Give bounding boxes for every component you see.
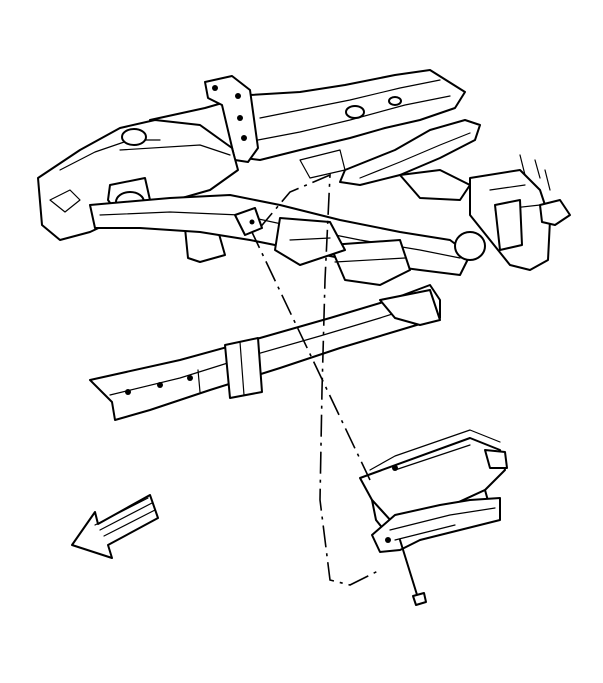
bolt-icon [399,539,427,606]
leader-lines [249,173,381,586]
front-direction-arrow-icon [71,494,159,559]
module-bracket [371,497,501,553]
left-crossmember [37,119,239,263]
right-upper-rail [339,119,481,201]
frame-hardware [234,149,346,236]
front-frame-rail [89,284,441,421]
center-crossmember [89,194,471,286]
left-mount-tower [204,75,259,163]
right-mount-assembly [454,154,571,271]
